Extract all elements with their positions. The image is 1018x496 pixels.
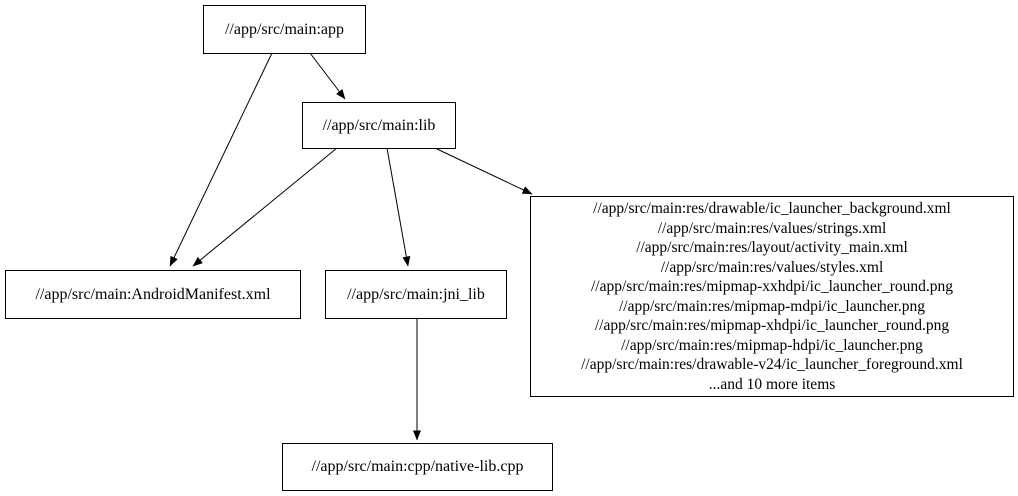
node-android-manifest: //app/src/main:AndroidManifest.xml <box>5 270 301 319</box>
res-file-item: //app/src/main:res/mipmap-hdpi/ic_launch… <box>621 336 923 354</box>
node-android-manifest-label: //app/src/main:AndroidManifest.xml <box>35 285 271 303</box>
edge-lib-to-jni-lib <box>386 147 411 267</box>
res-file-item: //app/src/main:res/drawable-v24/ic_launc… <box>581 356 963 373</box>
node-app-target: //app/src/main:app <box>203 5 366 54</box>
res-file-item: //app/src/main:res/drawable/ic_launcher_… <box>593 200 951 217</box>
res-file-item: //app/src/main:res/values/strings.xml <box>657 219 887 237</box>
edge-app-to-lib <box>309 52 346 100</box>
node-native-lib-cpp: //app/src/main:cpp/native-lib.cpp <box>282 443 553 491</box>
node-native-lib-cpp-label: //app/src/main:cpp/native-lib.cpp <box>311 458 524 475</box>
res-file-item: //app/src/main:res/mipmap-xhdpi/ic_launc… <box>594 317 950 334</box>
res-file-item: //app/src/main:res/mipmap-mdpi/ic_launch… <box>618 297 926 315</box>
res-more-items-note: ...and 10 more items <box>708 375 836 393</box>
node-jni-lib: //app/src/main:jni_lib <box>325 270 507 319</box>
edge-lib-to-res-group <box>436 148 533 195</box>
edge-app-to-manifest <box>169 52 273 267</box>
res-file-item: //app/src/main:res/mipmap-xxhdpi/ic_laun… <box>590 278 953 295</box>
node-res-file-group: //app/src/main:res/drawable/ic_launcher_… <box>530 196 1014 397</box>
node-jni-lib-label: //app/src/main:jni_lib <box>347 285 485 303</box>
edge-lib-to-manifest <box>192 147 338 267</box>
node-lib-label: //app/src/main:lib <box>322 116 436 134</box>
node-lib-target: //app/src/main:lib <box>302 102 456 149</box>
node-app-label: //app/src/main:app <box>224 20 345 38</box>
res-file-item: //app/src/main:res/layout/activity_main.… <box>636 239 908 256</box>
res-file-item: //app/src/main:res/values/styles.xml <box>660 258 884 276</box>
